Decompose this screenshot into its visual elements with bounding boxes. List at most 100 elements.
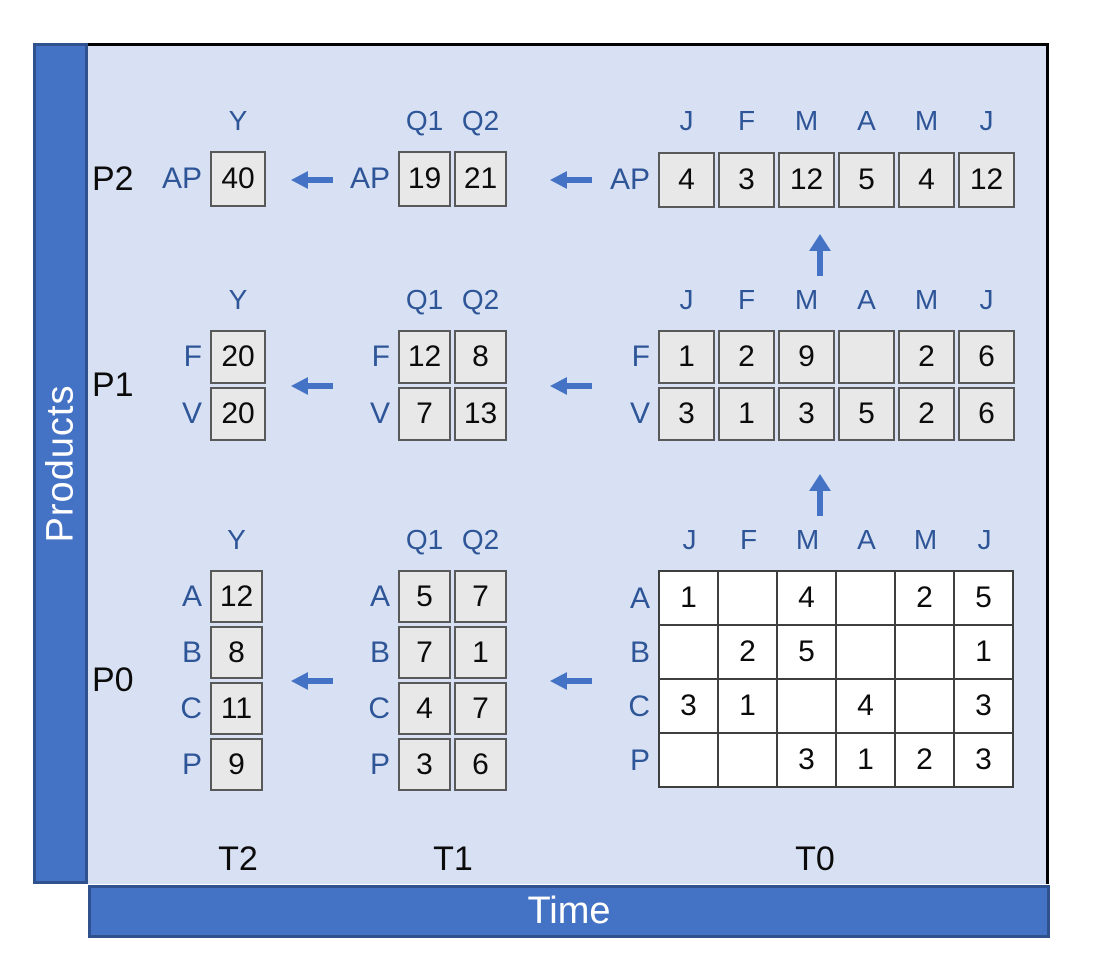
row-label: P bbox=[181, 747, 202, 781]
table-cell: 4 bbox=[658, 152, 715, 208]
quarter-headers-p1: Q1 Q2 bbox=[398, 283, 507, 317]
table-cell: 5 bbox=[398, 570, 451, 623]
table-cell: 3 bbox=[955, 680, 1014, 734]
table-cell: 1 bbox=[658, 330, 715, 384]
column-header: Q1 bbox=[405, 524, 444, 555]
time-label-t0: T0 bbox=[795, 840, 835, 878]
year-header-p0: Y bbox=[210, 523, 263, 557]
table-cell: 2 bbox=[718, 330, 775, 384]
table-cell: 4 bbox=[778, 572, 837, 626]
table-cell: 2 bbox=[898, 387, 955, 441]
column-header: Y bbox=[227, 524, 246, 555]
table-cell: 12 bbox=[778, 152, 835, 208]
table-cell: 20 bbox=[210, 387, 266, 441]
table-cell: 4 bbox=[398, 682, 451, 735]
column-header: M bbox=[794, 105, 819, 136]
table-cell: 13 bbox=[454, 387, 507, 441]
column-header: Q2 bbox=[461, 524, 500, 555]
table-cell: 40 bbox=[210, 151, 266, 207]
table-cell: 3 bbox=[955, 734, 1014, 788]
table-cell: 11 bbox=[210, 682, 263, 735]
table-cell: 2 bbox=[898, 330, 955, 384]
table-cell: 5 bbox=[838, 152, 895, 208]
table-cell: 7 bbox=[454, 682, 507, 735]
table-cell bbox=[778, 680, 837, 734]
arrow-left-icon bbox=[550, 671, 592, 691]
table-cell: 8 bbox=[210, 626, 263, 679]
table-cell: 3 bbox=[660, 680, 719, 734]
column-header: J bbox=[977, 524, 992, 555]
row-label: AP bbox=[161, 162, 202, 195]
table-cell: 20 bbox=[210, 330, 266, 384]
year-header-p1: Y bbox=[210, 283, 266, 317]
row-label: A bbox=[181, 579, 202, 613]
column-header: M bbox=[914, 284, 939, 315]
arrow-left-icon bbox=[291, 376, 333, 396]
column-header: Q1 bbox=[405, 284, 444, 315]
column-header: J bbox=[682, 524, 697, 555]
row-label: V bbox=[629, 397, 650, 430]
column-header: Q2 bbox=[461, 284, 500, 315]
row-label: V bbox=[369, 397, 390, 430]
table-cell: 5 bbox=[955, 572, 1014, 626]
table-cell bbox=[837, 626, 896, 680]
column-header: A bbox=[857, 284, 876, 315]
column-header: A bbox=[857, 524, 876, 555]
row-label: A bbox=[369, 579, 390, 613]
row-label: V bbox=[181, 397, 202, 430]
table-cell bbox=[719, 734, 778, 788]
year-header-p2: Y bbox=[210, 104, 266, 138]
table-cell: 7 bbox=[398, 626, 451, 679]
arrow-left-icon bbox=[291, 170, 333, 190]
column-header: F bbox=[739, 524, 758, 555]
column-header: Q1 bbox=[405, 105, 444, 136]
row-label: AP bbox=[349, 162, 390, 195]
table-cell: 2 bbox=[896, 734, 955, 788]
products-axis-label: Products bbox=[39, 384, 81, 543]
product-label-p1: P1 bbox=[92, 366, 134, 404]
column-header: A bbox=[857, 105, 876, 136]
table-cell: 8 bbox=[454, 330, 507, 384]
column-header: F bbox=[737, 284, 756, 315]
table-cell: 12 bbox=[398, 330, 451, 384]
table-cell bbox=[837, 572, 896, 626]
column-header: J bbox=[979, 284, 994, 315]
row-label: F bbox=[631, 340, 650, 373]
table-cell: 12 bbox=[958, 152, 1015, 208]
table-cell bbox=[719, 572, 778, 626]
table-cell: 1 bbox=[454, 626, 507, 679]
row-label: F bbox=[183, 340, 202, 373]
table-cell bbox=[838, 330, 895, 384]
row-label: C bbox=[180, 691, 202, 725]
table-cell: 4 bbox=[837, 680, 896, 734]
table-cell: 1 bbox=[660, 572, 719, 626]
row-label: C bbox=[628, 690, 650, 723]
product-label-p2: P2 bbox=[92, 159, 134, 198]
table-cell: 7 bbox=[454, 570, 507, 623]
column-header: J bbox=[679, 105, 694, 136]
table-cell: 1 bbox=[719, 680, 778, 734]
column-header: M bbox=[795, 524, 820, 555]
products-axis-bar: Products bbox=[33, 43, 88, 884]
table-cell: 2 bbox=[896, 572, 955, 626]
month-row-labels-p2: AP bbox=[580, 152, 650, 208]
column-header: J bbox=[679, 284, 694, 315]
time-label-t1: T1 bbox=[433, 840, 473, 878]
column-header: M bbox=[913, 524, 938, 555]
quarter-row-labels-p2: AP bbox=[320, 151, 390, 207]
